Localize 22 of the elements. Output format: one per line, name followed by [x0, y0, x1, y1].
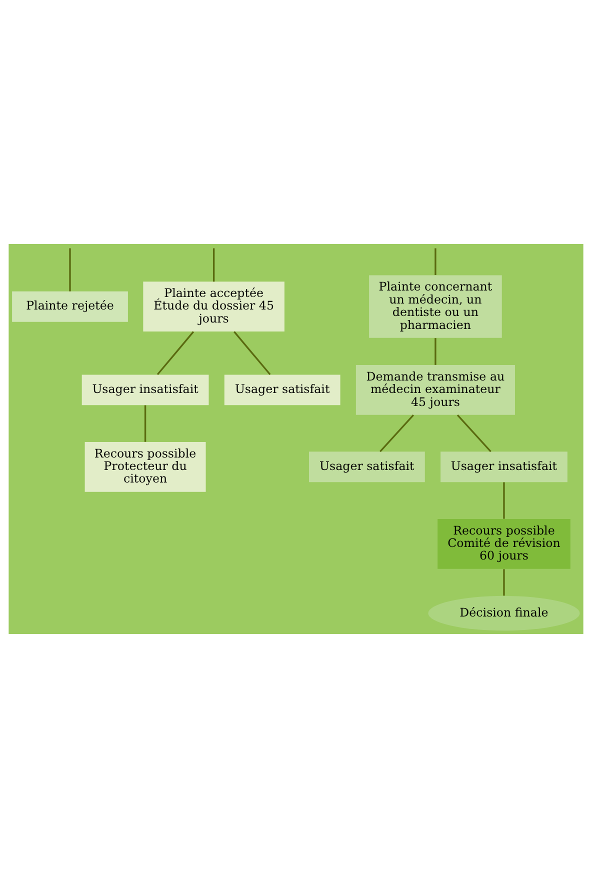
node-box: Usager satisfait: [224, 374, 340, 405]
node-box: Recours possible Protecteur du citoyen: [84, 441, 206, 492]
connector: [234, 330, 271, 375]
node-box: Recours possible Comité de révision 60 jours: [438, 518, 570, 568]
connector: [380, 414, 414, 452]
connector: [69, 248, 71, 291]
node-box: Usager satisfait: [308, 451, 425, 482]
connector: [456, 414, 492, 452]
connector: [503, 568, 505, 596]
connector: [434, 338, 436, 364]
node-box: Plainte concernant un médecin, un dentiste ou un pharmacien: [369, 274, 502, 338]
connector: [212, 248, 215, 282]
node-box: Demande transmise au médecin examinateur 45 jours: [356, 364, 515, 414]
node-box: Usager insatisfait: [82, 374, 209, 405]
node-box: Usager insatisfait: [440, 451, 568, 482]
connector: [144, 404, 146, 442]
connector: [434, 248, 436, 275]
node-box: Plainte acceptée Étude du dossier 45 jours: [143, 281, 284, 332]
connector: [503, 482, 505, 518]
node-ellipse: Décision finale: [428, 595, 580, 630]
connector: [156, 330, 194, 375]
node-box: Plainte rejetée: [12, 290, 128, 322]
